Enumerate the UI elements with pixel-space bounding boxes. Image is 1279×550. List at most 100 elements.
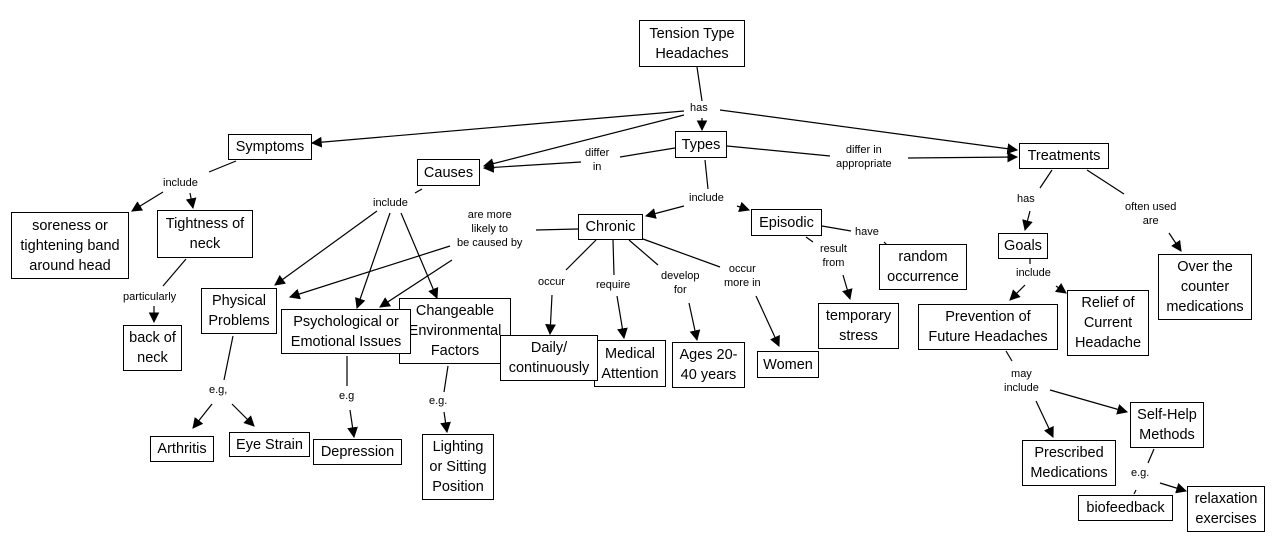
node-arthritis[interactable]: Arthritis xyxy=(150,436,214,462)
arrow-include-episodic xyxy=(736,201,751,213)
line-causes-include xyxy=(414,188,423,194)
node-relief[interactable]: Relief of Current Headache xyxy=(1067,290,1149,356)
node-prevention[interactable]: Prevention of Future Headaches xyxy=(918,304,1058,350)
line-types-include xyxy=(704,159,709,190)
node-physical-problems[interactable]: Physical Problems xyxy=(201,288,277,334)
node-lighting-sitting[interactable]: Lighting or Sitting Position xyxy=(422,434,494,500)
link-label-has-treatments: has xyxy=(1016,192,1036,206)
node-soreness[interactable]: soreness or tightening band around head xyxy=(11,212,129,279)
node-tightness-of-neck[interactable]: Tightness of neck xyxy=(157,210,253,258)
arrow-include-soreness xyxy=(131,191,164,212)
line-treatments-often xyxy=(1086,169,1125,195)
line-env-eg xyxy=(443,365,449,393)
link-label-differ-in-appropriate: differ in appropriate xyxy=(835,143,893,171)
node-types[interactable]: Types xyxy=(675,131,727,158)
arrow-likely-psych xyxy=(379,259,453,308)
arrow-has-treatments xyxy=(719,109,1019,155)
arrow-eg-relaxation xyxy=(1159,482,1188,494)
line-treatments-has xyxy=(1039,169,1053,189)
link-label-include-symptoms: include xyxy=(162,176,199,190)
node-psychological-emotional[interactable]: Psychological or Emotional Issues xyxy=(281,309,411,354)
line-tightness-particularly xyxy=(162,258,187,287)
arrow-differ-treatments xyxy=(907,151,1019,163)
arrow-include-physical xyxy=(274,210,378,286)
arrow-include-relief xyxy=(1054,283,1067,294)
link-label-result-from: result from xyxy=(819,242,848,270)
node-random-occurrence[interactable]: random occurrence xyxy=(879,244,967,290)
arrow-differ-causes xyxy=(482,161,582,173)
node-over-the-counter[interactable]: Over the counter medications xyxy=(1158,254,1252,320)
node-women[interactable]: Women xyxy=(757,351,819,378)
arrow-result-temporary xyxy=(842,274,853,301)
arrow-eg-depression xyxy=(347,409,358,439)
node-causes[interactable]: Causes xyxy=(417,159,480,186)
link-label-require: require xyxy=(595,278,632,292)
node-prescribed-medications[interactable]: Prescribed Medications xyxy=(1022,440,1116,486)
arrow-may-prescribed xyxy=(1035,400,1054,438)
line-chronic-develop xyxy=(628,239,659,266)
line-episodic-have xyxy=(821,225,852,232)
node-daily-continuously[interactable]: Daily/ continuously xyxy=(500,335,598,381)
arrow-occur-more-women xyxy=(755,295,780,347)
node-ages[interactable]: Ages 20- 40 years xyxy=(672,342,745,388)
link-label-have: have xyxy=(854,225,880,239)
link-label-may-include: may include xyxy=(1003,367,1040,395)
node-goals[interactable]: Goals xyxy=(998,233,1048,259)
arrow-include-prevention xyxy=(1009,284,1026,301)
node-biofeedback[interactable]: biofeedback xyxy=(1078,495,1173,521)
line-physical-eg xyxy=(223,335,234,381)
node-relaxation-exercises[interactable]: relaxation exercises xyxy=(1187,486,1265,532)
line-chronic-occur xyxy=(565,239,597,271)
link-label-eg-selfhelp: e.g. xyxy=(1130,466,1151,480)
line-selfhelp-eg xyxy=(1147,448,1155,464)
arrow-has-causes xyxy=(482,114,685,169)
link-label-eg-env: e.g. xyxy=(428,394,449,408)
link-label-occur: occur xyxy=(537,275,566,289)
node-medical-attention[interactable]: Medical Attention xyxy=(594,340,666,387)
link-label-eg-psych: e.g xyxy=(338,389,356,403)
node-tension-type-headaches[interactable]: Tension Type Headaches xyxy=(639,20,745,67)
arrow-develop-ages xyxy=(688,302,701,342)
link-label-include-causes: include xyxy=(372,196,409,210)
node-self-help-methods[interactable]: Self-Help Methods xyxy=(1130,402,1204,448)
arrow-eg-arthritis xyxy=(192,403,213,429)
arrow-include-psych xyxy=(355,212,391,310)
arrow-require-medical xyxy=(616,295,628,340)
arrow-often-otc xyxy=(1168,232,1182,252)
node-episodic[interactable]: Episodic xyxy=(751,209,822,236)
link-label-has: has xyxy=(689,101,709,115)
node-back-of-neck[interactable]: back of neck xyxy=(123,325,182,371)
node-chronic[interactable]: Chronic xyxy=(578,214,643,240)
arrow-has-symptoms xyxy=(310,110,685,148)
line-episodic-result xyxy=(805,236,814,243)
line-chronic-occur-more xyxy=(642,238,721,268)
line-eg-biofeedback xyxy=(1133,489,1137,495)
link-label-develop-for: develop for xyxy=(660,269,701,297)
line-chronic-likely xyxy=(535,228,579,231)
node-temporary-stress[interactable]: temporary stress xyxy=(818,303,899,349)
line-symptoms-include xyxy=(208,160,237,173)
node-treatments[interactable]: Treatments xyxy=(1019,143,1109,169)
node-changeable-environmental-factors[interactable]: Changeable Environmental Factors xyxy=(399,298,511,364)
node-depression[interactable]: Depression xyxy=(313,439,402,465)
line-types-differ xyxy=(619,147,676,158)
link-label-occur-more-in: occur more in xyxy=(723,262,762,290)
arrow-include-tightness xyxy=(185,192,197,210)
node-eye-strain[interactable]: Eye Strain xyxy=(229,432,310,457)
line-types-differ-appropriate xyxy=(726,145,831,157)
line-chronic-require xyxy=(612,239,615,276)
node-symptoms[interactable]: Symptoms xyxy=(228,134,312,160)
arrow-occur-daily xyxy=(545,294,556,336)
arrow-may-selfhelp xyxy=(1049,389,1129,415)
link-label-include-types: include xyxy=(688,191,725,205)
line-prevention-may xyxy=(1005,350,1013,362)
arrow-include-chronic xyxy=(644,205,685,219)
link-label-more-likely: are more likely to be caused by xyxy=(456,208,524,250)
link-label-differ-in: differ in xyxy=(584,146,611,174)
link-label-include-goals: include xyxy=(1015,266,1052,280)
arrow-has-goals xyxy=(1022,210,1033,232)
link-label-often-used-are: often used are xyxy=(1124,200,1178,228)
arrow-eg-eyestrain xyxy=(231,403,255,427)
arrow-likely-physical xyxy=(288,245,451,300)
